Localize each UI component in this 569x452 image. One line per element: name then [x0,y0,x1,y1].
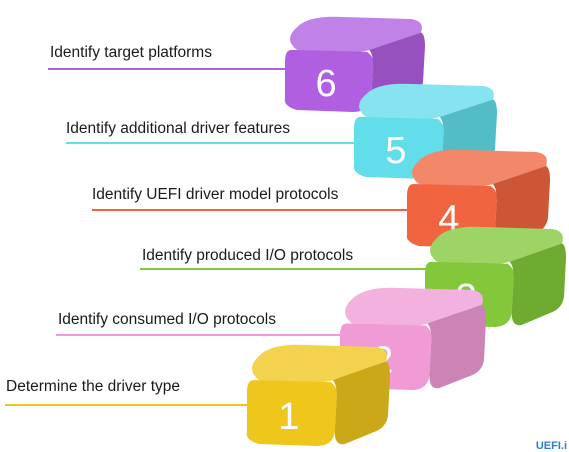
step-6-label: Identify target platforms [50,44,212,61]
step-3-label: Identify produced I/O protocols [142,247,354,264]
step-5-number: 5 [385,130,406,172]
step-5-label: Identify additional driver features [66,120,291,137]
step-1-underline [5,404,265,406]
step-1-block: 1 [246,344,390,446]
step-1-number: 1 [278,396,299,438]
step-6-number: 6 [315,63,336,105]
step-2-label: Identify consumed I/O protocols [58,311,276,328]
step-4-underline [92,209,417,211]
footer-logo: UEFI.i [535,440,567,452]
step-1-label: Determine the driver type [6,378,181,395]
step-2-underline [56,334,356,336]
step-6-underline [48,68,310,70]
step-3-underline [140,268,440,270]
step-5-underline [66,142,366,144]
step-4-label: Identify UEFI driver model protocols [92,186,339,203]
